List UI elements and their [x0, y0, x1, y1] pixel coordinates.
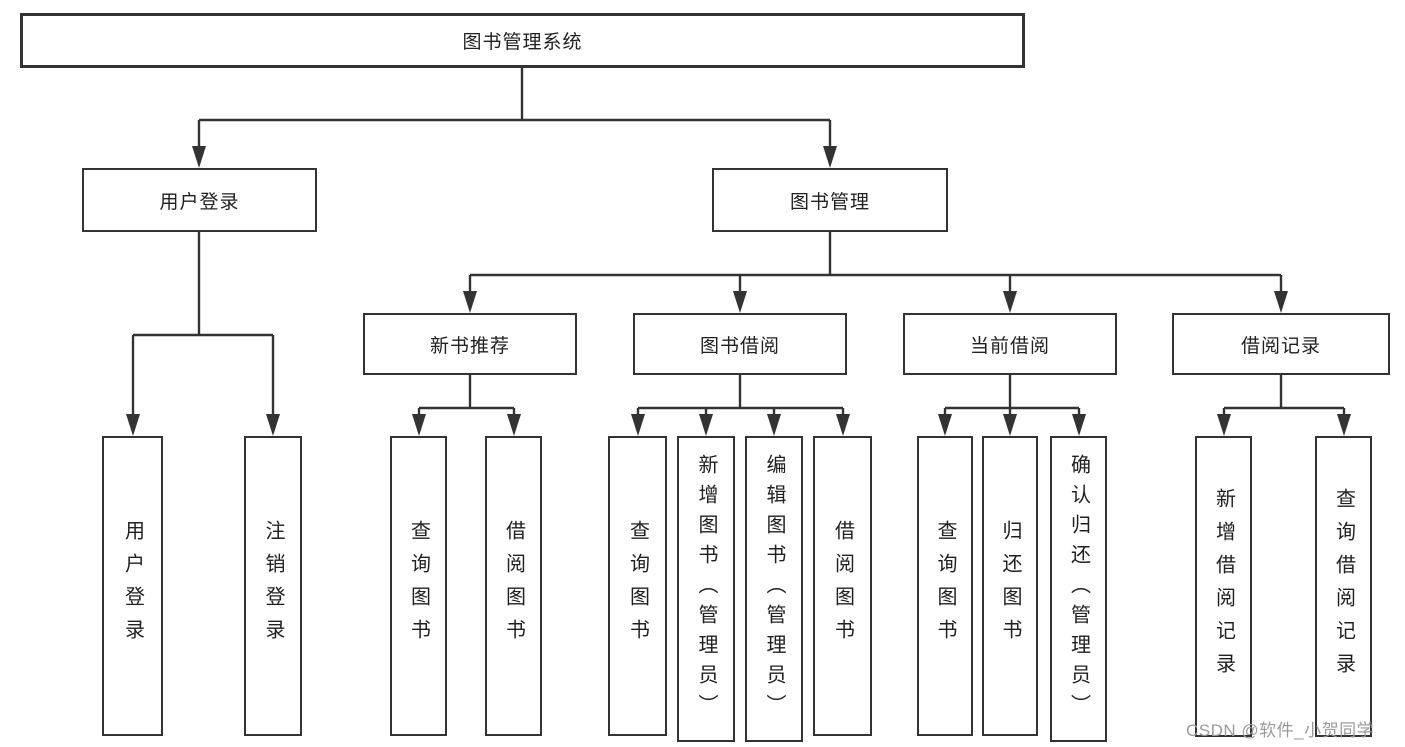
arrowhead-icons [126, 146, 1351, 436]
arrow-down-icon [463, 291, 477, 313]
arrow-down-icon [192, 146, 206, 168]
arrow-down-icon [631, 414, 645, 436]
tree-edges [131, 68, 1346, 418]
leaf-logout: 注销登录 [244, 436, 302, 736]
arrow-down-icon [266, 414, 280, 436]
leaf-user-login: 用户登录 [102, 436, 163, 736]
arrow-down-icon [938, 414, 952, 436]
watermark: CSDN @软件_小贺同学 [1186, 721, 1375, 740]
node-book-management: 图书管理 [712, 168, 948, 232]
arrow-down-icon [412, 414, 426, 436]
arrow-down-icon [1274, 291, 1288, 313]
arrow-down-icon [126, 414, 140, 436]
arrow-down-icon [733, 291, 747, 313]
arrow-down-icon [767, 414, 781, 436]
arrow-down-icon [836, 414, 850, 436]
leaf-query-books: 查询图书 [917, 436, 973, 736]
arrow-down-icon [1003, 414, 1017, 436]
node-current-borrow: 当前借阅 [903, 313, 1117, 375]
leaf-edit-books-admin: 编辑图书（管理员） [745, 436, 803, 742]
arrow-down-icon [1072, 414, 1086, 436]
leaf-confirm-return-admin: 确认归还（管理员） [1050, 436, 1107, 742]
leaf-return-books: 归还图书 [982, 436, 1038, 736]
arrow-down-icon [1003, 291, 1017, 313]
leaf-add-books-admin: 新增图书（管理员） [677, 436, 735, 742]
arrow-down-icon [1217, 414, 1231, 436]
node-system-root: 图书管理系统 [20, 13, 1025, 68]
leaf-query-borrow-record: 查询借阅记录 [1315, 436, 1372, 737]
leaf-borrow-books: 借阅图书 [813, 436, 872, 736]
node-new-book-recommend: 新书推荐 [363, 313, 577, 375]
arrow-down-icon [699, 414, 713, 436]
node-borrow-records: 借阅记录 [1172, 313, 1390, 375]
leaf-borrow-books: 借阅图书 [485, 436, 542, 736]
arrow-down-icon [1337, 414, 1351, 436]
leaf-add-borrow-record: 新增借阅记录 [1195, 436, 1252, 737]
leaf-query-books: 查询图书 [390, 436, 447, 736]
leaf-query-books: 查询图书 [608, 436, 667, 736]
node-book-borrow: 图书借阅 [633, 313, 847, 375]
node-user-login: 用户登录 [82, 168, 317, 232]
arrow-down-icon [507, 414, 521, 436]
arrow-down-icon [823, 146, 837, 168]
